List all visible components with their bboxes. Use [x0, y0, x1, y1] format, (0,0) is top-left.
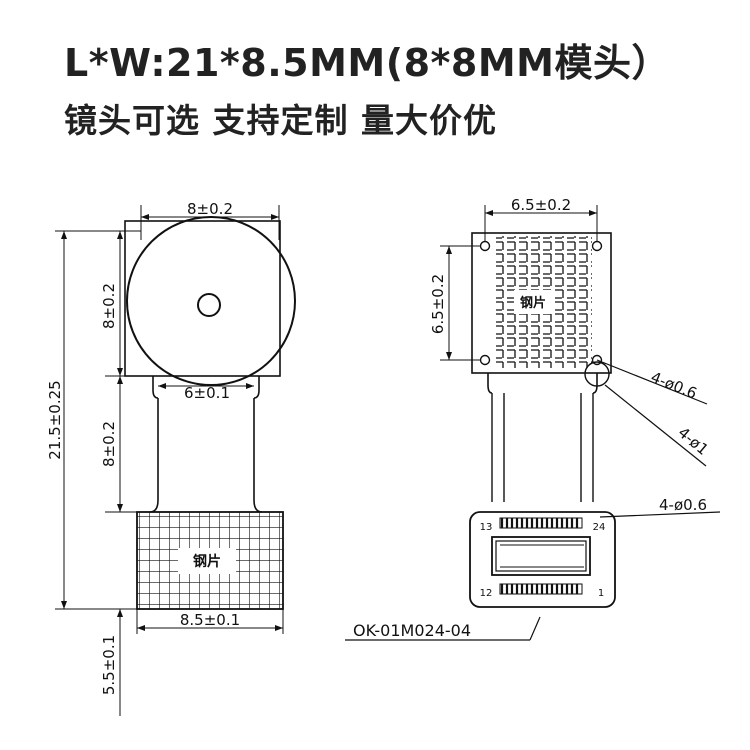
dim-total-length: 21.5±0.25 [46, 380, 64, 459]
mount-hole-bl [479, 354, 491, 366]
hole-callout-06-top: 4-ø0.6 [648, 368, 699, 403]
mount-hole-tl [479, 240, 491, 252]
chip-label: 钢片 [520, 295, 546, 311]
hole-callout-1: 4-ø1 [675, 423, 712, 458]
hole-callout-06-bottom: 4-ø0.6 [659, 496, 707, 514]
right-view [345, 205, 721, 641]
dim-lens-width: 8±0.2 [187, 200, 233, 218]
stiffener-label: 钢片 [193, 553, 221, 570]
page-title: L*W:21*8.5MM(8*8MM模头） [64, 41, 670, 85]
mount-hole-br [591, 354, 603, 366]
dim-stiffener-height: 5.5±0.1 [100, 635, 118, 695]
dim-lens-height: 8±0.2 [100, 283, 118, 329]
dim-pcb-height: 6.5±0.2 [429, 274, 447, 334]
pin-label-12: 12 [480, 588, 493, 599]
connector-body [491, 536, 591, 576]
chip-label-bg [514, 290, 552, 314]
sensor-pcb [471, 232, 612, 374]
dim-stiffener-width: 8.5±0.1 [180, 611, 240, 629]
page-subtitle: 镜头可选 支持定制 量大价优 [64, 101, 497, 140]
pin-label-24: 24 [593, 522, 606, 533]
lens-holder [124, 220, 281, 377]
dim-flex-width: 6±0.1 [184, 384, 230, 402]
lens-neck [152, 376, 260, 399]
stiffener-label-bg [178, 548, 236, 574]
lens-barrel [126, 216, 296, 386]
mount-hole-tr [591, 240, 603, 252]
dim-pcb-width: 6.5±0.2 [511, 196, 571, 214]
left-view [55, 205, 296, 716]
pin-label-13: 13 [480, 522, 493, 533]
dim-flex-length: 8±0.2 [100, 421, 118, 467]
lens-aperture [197, 293, 221, 317]
part-number: OK-01M024-04 [353, 621, 471, 640]
connector-board [469, 511, 616, 608]
pin-label-1: 1 [598, 588, 604, 599]
